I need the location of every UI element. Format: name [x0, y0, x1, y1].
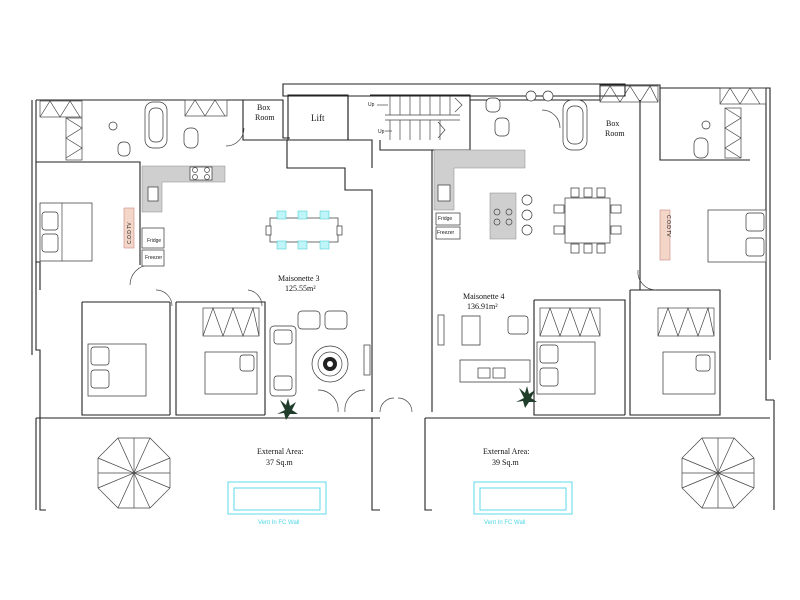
- staircase: [377, 96, 463, 140]
- wardrobes: [39, 85, 767, 338]
- tv-right-label: C.O.D TV: [665, 215, 671, 237]
- box-room-right-line2: Room: [605, 129, 625, 138]
- stairs-up-top: Up: [368, 102, 375, 108]
- living-right: [437, 314, 531, 383]
- maisonette-4-name: Maisonette 4: [463, 292, 505, 301]
- external-left-title: External Area:: [257, 447, 303, 456]
- vent-right-label: Vent In FC Wall: [484, 520, 525, 526]
- stairs-up-bottom: Up: [378, 129, 385, 135]
- beds: [39, 202, 767, 397]
- dining-table-right: [553, 187, 622, 254]
- tv-units: [123, 207, 671, 261]
- bathrooms: [108, 90, 711, 159]
- freezer-right-label: Freezer: [437, 230, 455, 236]
- vent-left-label: Vent In FC Wall: [258, 520, 299, 526]
- parasol-right: [681, 437, 755, 509]
- external-right-area: 39 Sq.m: [492, 458, 519, 467]
- maisonette-4-area: 136.91m²: [467, 302, 498, 311]
- living-left: [269, 310, 371, 397]
- vents: [227, 481, 573, 515]
- dining-table-left: [265, 210, 343, 250]
- maisonette-3-area: 125.55m²: [285, 284, 316, 293]
- parasol-left: [97, 437, 171, 509]
- kitchens: [141, 149, 533, 267]
- fridge-left-label: Fridge: [147, 238, 161, 244]
- tv-left-label: C.O.D TV: [127, 222, 133, 244]
- plants: [277, 386, 537, 420]
- box-room-right-line1: Box: [606, 119, 619, 128]
- external-right-title: External Area:: [483, 447, 529, 456]
- external-left-area: 37 Sq.m: [266, 458, 293, 467]
- walls: [31, 83, 775, 511]
- doors: [129, 109, 657, 413]
- box-room-left-line2: Room: [255, 113, 275, 122]
- freezer-left-label: Freezer: [145, 255, 163, 261]
- lift-label: Lift: [311, 113, 325, 123]
- fridge-right-label: Fridge: [438, 216, 452, 222]
- box-room-left-line1: Box: [257, 103, 270, 112]
- maisonette-3-name: Maisonette 3: [278, 274, 320, 283]
